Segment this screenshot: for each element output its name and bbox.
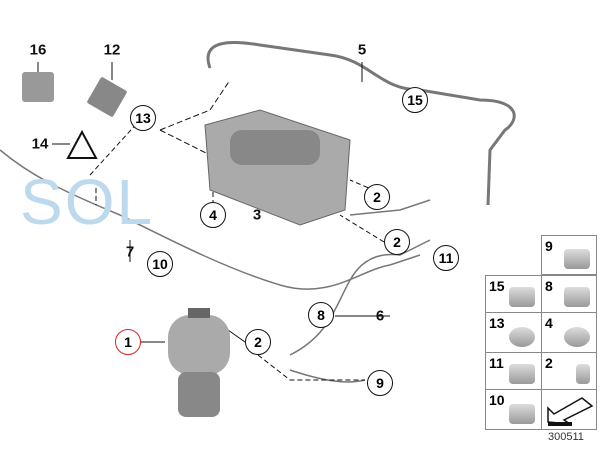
callout-10: 10 xyxy=(147,251,173,277)
callout-12: 12 xyxy=(103,41,121,59)
callout-4: 4 xyxy=(200,202,226,228)
hose-5 xyxy=(206,40,516,206)
callout-15: 15 xyxy=(402,87,428,113)
line-7 xyxy=(0,149,421,290)
grid-label: 10 xyxy=(489,392,505,408)
grid-cell-2: 2 xyxy=(541,352,597,390)
grid-cell-15: 15 xyxy=(485,275,542,313)
sensor-12 xyxy=(87,77,127,117)
grid-cell-9: 9 xyxy=(541,235,597,275)
grid-cell-8: 8 xyxy=(541,275,597,313)
air-spring-1 xyxy=(168,308,230,417)
watermark: SOL xyxy=(20,166,155,238)
arrow-icon xyxy=(547,397,594,426)
callout-5: 5 xyxy=(357,41,367,59)
grid-label: 9 xyxy=(545,238,553,254)
grid-cell-10: 10 xyxy=(485,389,542,430)
callout-2: 2 xyxy=(364,184,390,210)
diagram-code: 300511 xyxy=(548,431,584,443)
callout-13: 13 xyxy=(130,105,156,131)
grid-label: 8 xyxy=(545,278,553,294)
grid-cell-13: 13 xyxy=(485,312,542,353)
grid-label: 15 xyxy=(489,278,505,294)
grid-label: 4 xyxy=(545,315,553,331)
callout-1: 1 xyxy=(115,329,141,355)
callout-3: 3 xyxy=(252,206,262,224)
callout-11: 11 xyxy=(433,245,459,271)
grid-cell-arrow xyxy=(541,389,597,430)
warning-triangle-icon xyxy=(66,129,98,159)
grid-label: 13 xyxy=(489,315,505,331)
callout-6: 6 xyxy=(375,307,385,325)
compressor-3 xyxy=(204,109,351,226)
callout-14: 14 xyxy=(31,135,49,153)
callout-2: 2 xyxy=(245,329,271,355)
grid-label: 11 xyxy=(489,355,504,371)
callout-7: 7 xyxy=(125,243,135,261)
grid-cell-11: 11 xyxy=(485,352,542,390)
callout-8: 8 xyxy=(308,302,334,328)
relay-16 xyxy=(22,72,54,102)
callout-9: 9 xyxy=(367,370,393,396)
grid-cell-4: 4 xyxy=(541,312,597,353)
callout-2: 2 xyxy=(384,229,410,255)
line-6 xyxy=(289,239,431,356)
callout-16: 16 xyxy=(29,41,47,59)
grid-label: 2 xyxy=(545,355,553,371)
